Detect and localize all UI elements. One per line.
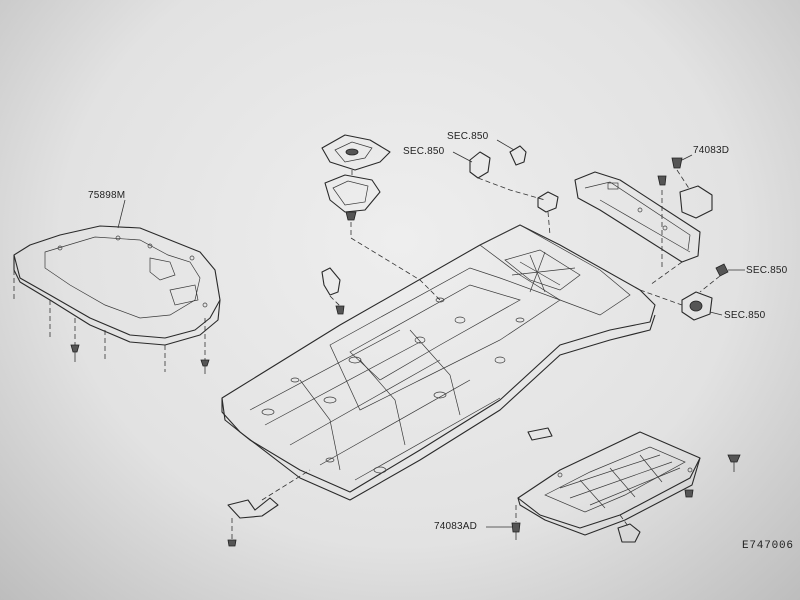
label-sec850-right-b: SEC.850 xyxy=(724,310,766,321)
mid-clip xyxy=(527,427,553,441)
center-mount xyxy=(537,191,559,236)
front-cover-fasteners xyxy=(13,270,210,374)
center-bracket xyxy=(321,267,345,315)
front-under-cover xyxy=(13,225,221,346)
clip-74083d xyxy=(671,154,713,219)
rear-under-cover xyxy=(517,431,701,536)
label-75898m: 75898M xyxy=(88,190,126,201)
bottom-left-bracket xyxy=(227,469,311,547)
label-74083d: 74083D xyxy=(693,145,730,156)
rear-cover-fasteners xyxy=(486,454,741,543)
rear-floor-extension xyxy=(321,134,441,301)
label-sec850-top-a: SEC.850 xyxy=(447,131,489,142)
right-sec850-parts xyxy=(639,263,745,321)
label-74083ad: 74083AD xyxy=(434,521,478,532)
sec850-top-bracket xyxy=(452,139,546,201)
diagram-code: E747006 xyxy=(742,540,794,552)
floor-panel xyxy=(221,224,656,501)
label-sec850-right-a: SEC.850 xyxy=(746,265,788,276)
right-side-member xyxy=(574,171,701,286)
front-cover-leader xyxy=(117,199,126,229)
label-sec850-top-b: SEC.850 xyxy=(403,146,445,157)
